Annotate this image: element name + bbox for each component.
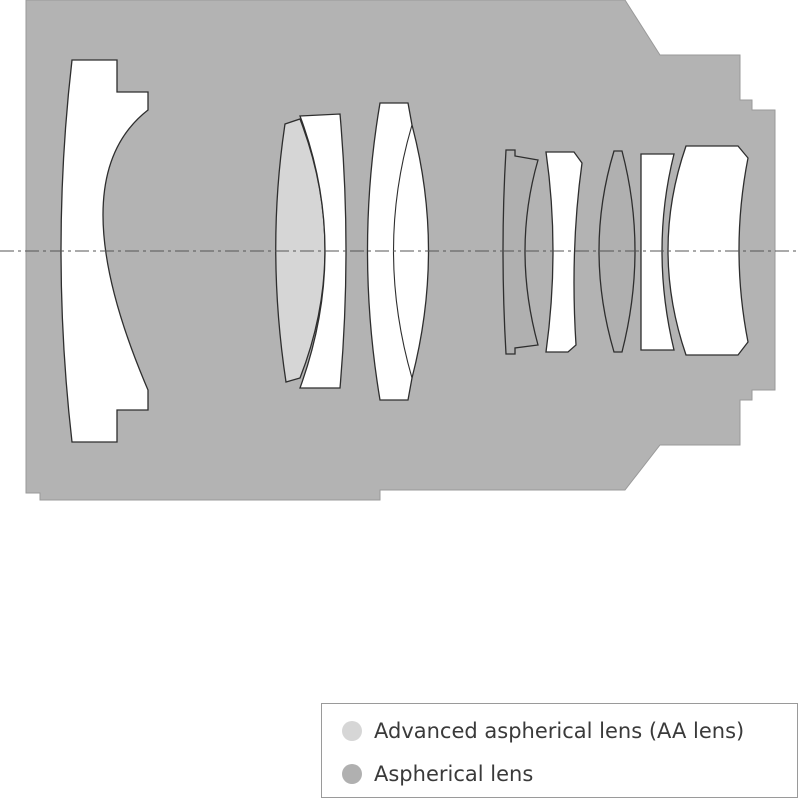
legend-box: Advanced aspherical lens (AA lens) Asphe… — [321, 703, 798, 798]
aspherical-lens-element-1 — [502, 149, 539, 355]
lens-element-6 — [545, 151, 583, 353]
legend-item-aspherical-lens: Aspherical lens — [342, 760, 533, 788]
aa-lens-swatch-icon — [342, 721, 362, 741]
legend-item-aa-lens: Advanced aspherical lens (AA lens) — [342, 717, 744, 745]
aspherical-lens-swatch-icon — [342, 764, 362, 784]
lens-element-8 — [640, 153, 675, 351]
lens-element-4 — [366, 102, 430, 401]
legend-label-aa-lens: Advanced aspherical lens (AA lens) — [374, 719, 745, 743]
lens-construction-diagram — [0, 0, 800, 501]
aspherical-lens-element-2 — [598, 150, 636, 353]
lens-element-3 — [299, 113, 347, 389]
legend-label-aspherical-lens: Aspherical lens — [374, 762, 534, 786]
